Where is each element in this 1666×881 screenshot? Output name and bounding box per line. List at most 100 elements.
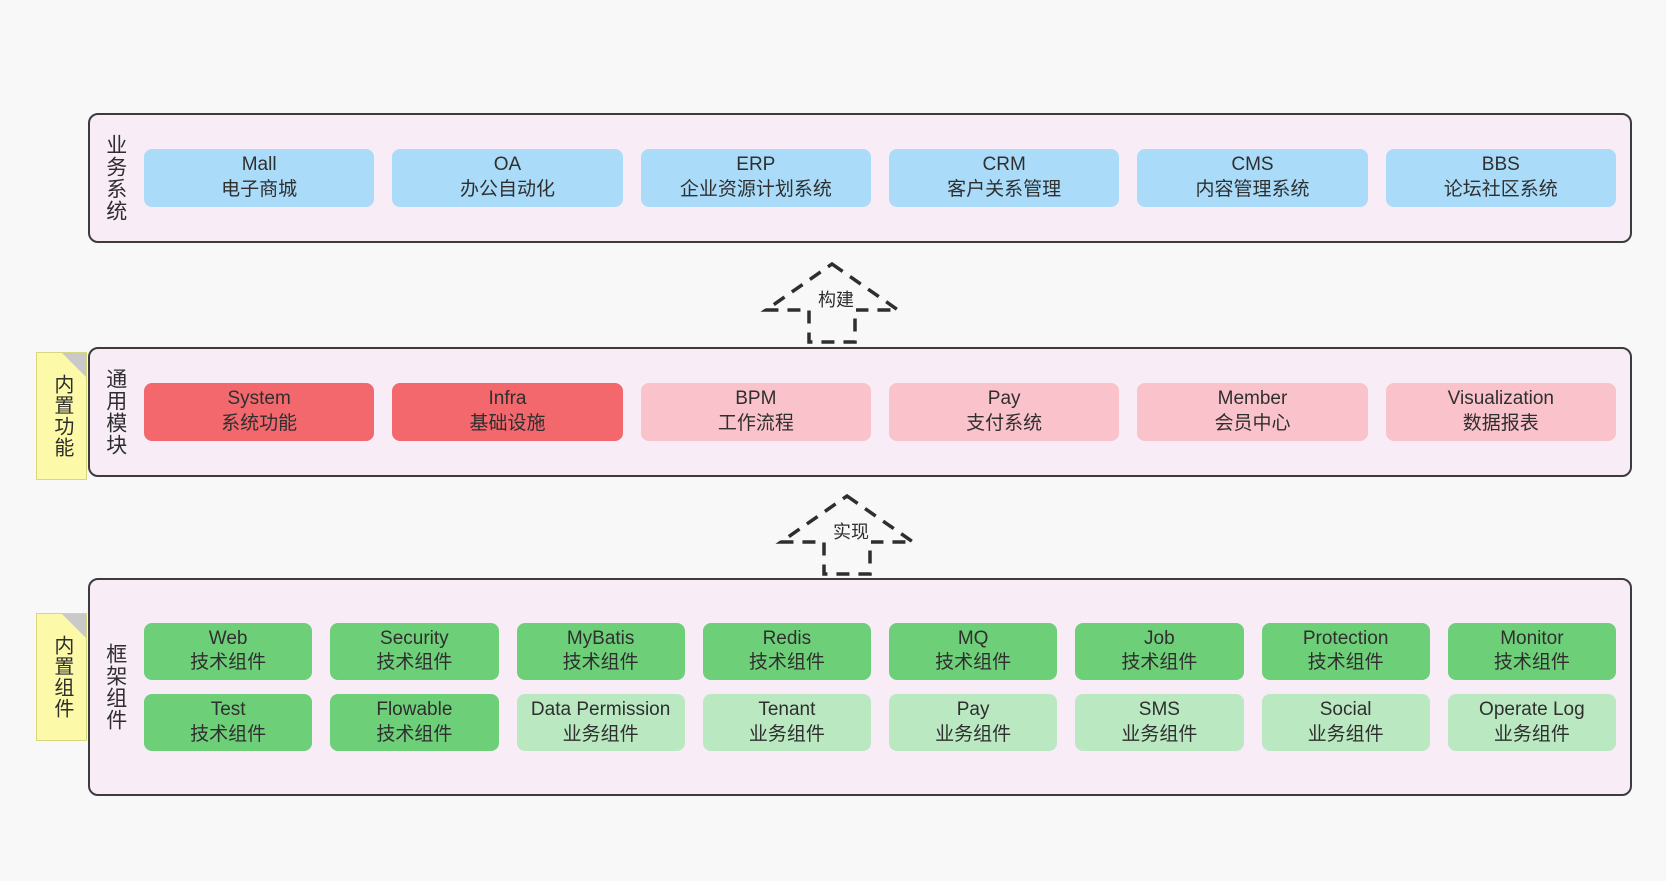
note-label: 内置功能 bbox=[50, 374, 73, 458]
card-title: Infra bbox=[488, 388, 527, 410]
connector-build: 构建 bbox=[752, 258, 912, 344]
layer-common-module: 通用模块 System 系统功能 Infra 基础设施 BPM 工作流程 Pay… bbox=[88, 347, 1632, 477]
card-visualization[interactable]: Visualization 数据报表 bbox=[1385, 383, 1616, 441]
card-title: Security bbox=[380, 627, 449, 649]
card-title: Test bbox=[210, 699, 246, 720]
card-monitor[interactable]: Monitor 技术组件 bbox=[1447, 622, 1616, 680]
card-data-permission[interactable]: Data Permission 业务组件 bbox=[516, 694, 685, 752]
implement-arrow-icon bbox=[775, 493, 919, 576]
card-subtitle: 支付系统 bbox=[966, 413, 1043, 434]
card-title: Social bbox=[1319, 699, 1372, 720]
card-title: BPM bbox=[735, 388, 777, 410]
card-cms[interactable]: CMS 内容管理系统 bbox=[1137, 149, 1368, 207]
card-title: System bbox=[227, 388, 291, 410]
card-title: Pay bbox=[956, 699, 990, 720]
card-subtitle: 系统功能 bbox=[221, 413, 298, 434]
card-pay-business[interactable]: Pay 业务组件 bbox=[889, 694, 1058, 752]
card-title: CRM bbox=[982, 154, 1026, 176]
connector-implement: 实现 bbox=[767, 490, 927, 576]
card-title: Web bbox=[208, 627, 248, 649]
layer-business-system: 业务系统 Mall 电子商城 OA 办公自动化 ERP 企业资源计划系统 CRM… bbox=[88, 113, 1632, 243]
card-web[interactable]: Web 技术组件 bbox=[144, 622, 313, 680]
card-subtitle: 办公自动化 bbox=[459, 179, 555, 200]
card-subtitle: 技术组件 bbox=[935, 652, 1012, 674]
layer-body-common-module: System 系统功能 Infra 基础设施 BPM 工作流程 Pay 支付系统… bbox=[140, 349, 1630, 475]
card-job[interactable]: Job 技术组件 bbox=[1075, 622, 1244, 680]
card-subtitle: 企业资源计划系统 bbox=[679, 179, 832, 200]
card-subtitle: 业务组件 bbox=[562, 723, 639, 745]
card-subtitle: 技术组件 bbox=[748, 652, 825, 674]
card-subtitle: 技术组件 bbox=[1307, 652, 1384, 674]
card-title: Pay bbox=[987, 388, 1021, 410]
card-title: Job bbox=[1144, 627, 1175, 649]
card-subtitle: 工作流程 bbox=[717, 413, 794, 434]
card-subtitle: 技术组件 bbox=[1493, 652, 1570, 674]
note-builtin-function: 内置功能 bbox=[36, 352, 87, 480]
card-title: Visualization bbox=[1447, 388, 1554, 410]
card-operate-log[interactable]: Operate Log 业务组件 bbox=[1447, 694, 1616, 752]
card-title: Tenant bbox=[758, 699, 816, 720]
card-flowable[interactable]: Flowable 技术组件 bbox=[330, 694, 499, 752]
card-test[interactable]: Test 技术组件 bbox=[144, 694, 313, 752]
card-social[interactable]: Social 业务组件 bbox=[1261, 694, 1430, 752]
card-subtitle: 技术组件 bbox=[376, 723, 453, 745]
page-fold-icon bbox=[62, 353, 86, 377]
card-title: BBS bbox=[1481, 154, 1520, 176]
card-bbs[interactable]: BBS 论坛社区系统 bbox=[1385, 149, 1616, 207]
card-redis[interactable]: Redis 技术组件 bbox=[702, 622, 871, 680]
card-mall[interactable]: Mall 电子商城 bbox=[144, 149, 375, 207]
card-erp[interactable]: ERP 企业资源计划系统 bbox=[640, 149, 871, 207]
card-subtitle: 技术组件 bbox=[376, 652, 453, 674]
card-title: MyBatis bbox=[566, 627, 635, 649]
note-label: 内置组件 bbox=[50, 635, 73, 719]
card-subtitle: 论坛社区系统 bbox=[1443, 179, 1558, 200]
layer-title-framework-component: 框架组件 bbox=[103, 643, 127, 731]
page-fold-icon bbox=[62, 614, 86, 638]
card-title: Protection bbox=[1302, 627, 1389, 649]
card-title: ERP bbox=[736, 154, 776, 176]
card-title: Monitor bbox=[1500, 627, 1564, 649]
card-title: CMS bbox=[1231, 154, 1274, 176]
card-row: Mall 电子商城 OA 办公自动化 ERP 企业资源计划系统 CRM 客户关系… bbox=[144, 149, 1616, 207]
build-arrow-icon bbox=[760, 261, 904, 344]
layer-body-framework-component: Web 技术组件 Security 技术组件 MyBatis 技术组件 Redi… bbox=[140, 580, 1630, 794]
connector-build-label: 构建 bbox=[816, 286, 856, 312]
card-oa[interactable]: OA 办公自动化 bbox=[392, 149, 623, 207]
card-subtitle: 业务组件 bbox=[748, 723, 825, 745]
card-title: Member bbox=[1217, 388, 1288, 410]
card-title: Operate Log bbox=[1479, 699, 1585, 720]
card-title: Redis bbox=[762, 627, 812, 649]
card-row: Test 技术组件 Flowable 技术组件 Data Permission … bbox=[144, 694, 1616, 752]
card-member[interactable]: Member 会员中心 bbox=[1137, 383, 1368, 441]
card-subtitle: 基础设施 bbox=[469, 413, 546, 434]
layer-title-business-system: 业务系统 bbox=[103, 134, 127, 222]
card-subtitle: 会员中心 bbox=[1214, 413, 1291, 434]
card-title: Flowable bbox=[376, 699, 453, 720]
card-crm[interactable]: CRM 客户关系管理 bbox=[888, 149, 1120, 207]
connector-implement-label: 实现 bbox=[831, 518, 871, 544]
card-subtitle: 电子商城 bbox=[221, 179, 298, 200]
card-tenant[interactable]: Tenant 业务组件 bbox=[702, 694, 871, 752]
card-protection[interactable]: Protection 技术组件 bbox=[1261, 622, 1430, 680]
card-title: Mall bbox=[241, 154, 277, 176]
card-title: Data Permission bbox=[530, 699, 671, 720]
card-sms[interactable]: SMS 业务组件 bbox=[1075, 694, 1244, 752]
card-subtitle: 业务组件 bbox=[935, 723, 1012, 745]
layer-framework-component: 框架组件 Web 技术组件 Security 技术组件 MyBatis 技术组件… bbox=[88, 578, 1632, 796]
note-builtin-component: 内置组件 bbox=[36, 613, 87, 741]
card-row: System 系统功能 Infra 基础设施 BPM 工作流程 Pay 支付系统… bbox=[144, 383, 1616, 441]
card-subtitle: 技术组件 bbox=[562, 652, 639, 674]
card-system[interactable]: System 系统功能 bbox=[144, 383, 375, 441]
card-row: Web 技术组件 Security 技术组件 MyBatis 技术组件 Redi… bbox=[144, 622, 1616, 680]
card-subtitle: 客户关系管理 bbox=[947, 179, 1062, 200]
card-subtitle: 技术组件 bbox=[190, 652, 267, 674]
card-mybatis[interactable]: MyBatis 技术组件 bbox=[516, 622, 685, 680]
card-title: OA bbox=[493, 154, 522, 176]
card-subtitle: 数据报表 bbox=[1462, 413, 1539, 434]
card-infra[interactable]: Infra 基础设施 bbox=[392, 383, 623, 441]
card-pay[interactable]: Pay 支付系统 bbox=[888, 383, 1120, 441]
card-mq[interactable]: MQ 技术组件 bbox=[889, 622, 1058, 680]
card-subtitle: 业务组件 bbox=[1307, 723, 1384, 745]
card-bpm[interactable]: BPM 工作流程 bbox=[640, 383, 871, 441]
card-security[interactable]: Security 技术组件 bbox=[330, 622, 499, 680]
